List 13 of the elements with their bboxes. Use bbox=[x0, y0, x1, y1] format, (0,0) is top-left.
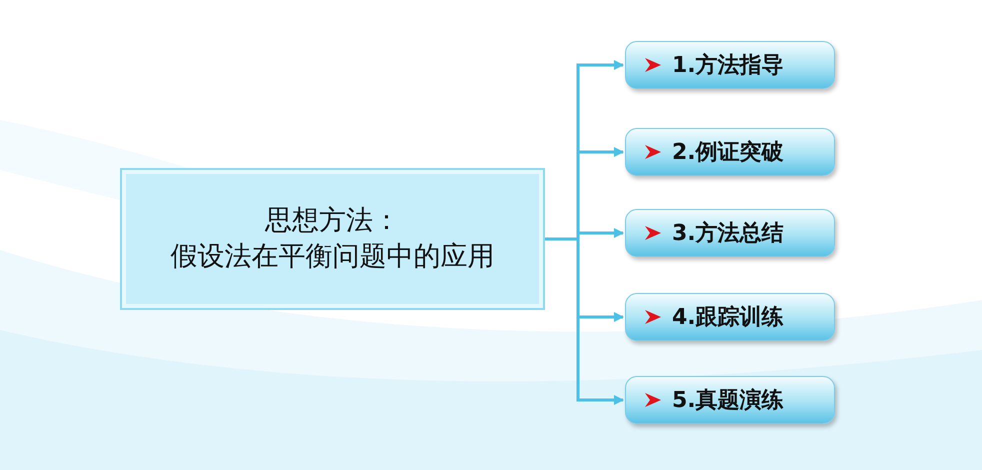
subtitle-text: 假设法在平衡问题中的应用 bbox=[170, 240, 494, 274]
topic-box bbox=[625, 293, 835, 341]
topic-label: 1.方法指导 bbox=[672, 52, 784, 80]
topic-label: 4.跟踪训练 bbox=[672, 304, 784, 332]
topic-box bbox=[625, 41, 835, 89]
topic-label: 2.例证突破 bbox=[672, 139, 784, 167]
topic-label: 5.真题演练 bbox=[672, 387, 784, 415]
topic-box bbox=[625, 128, 835, 176]
topic-box bbox=[625, 376, 835, 424]
topic-label: 3.方法总结 bbox=[672, 220, 784, 248]
topic-box bbox=[625, 209, 835, 257]
heading-text: 思想方法： bbox=[265, 204, 400, 238]
title-box bbox=[120, 168, 545, 310]
